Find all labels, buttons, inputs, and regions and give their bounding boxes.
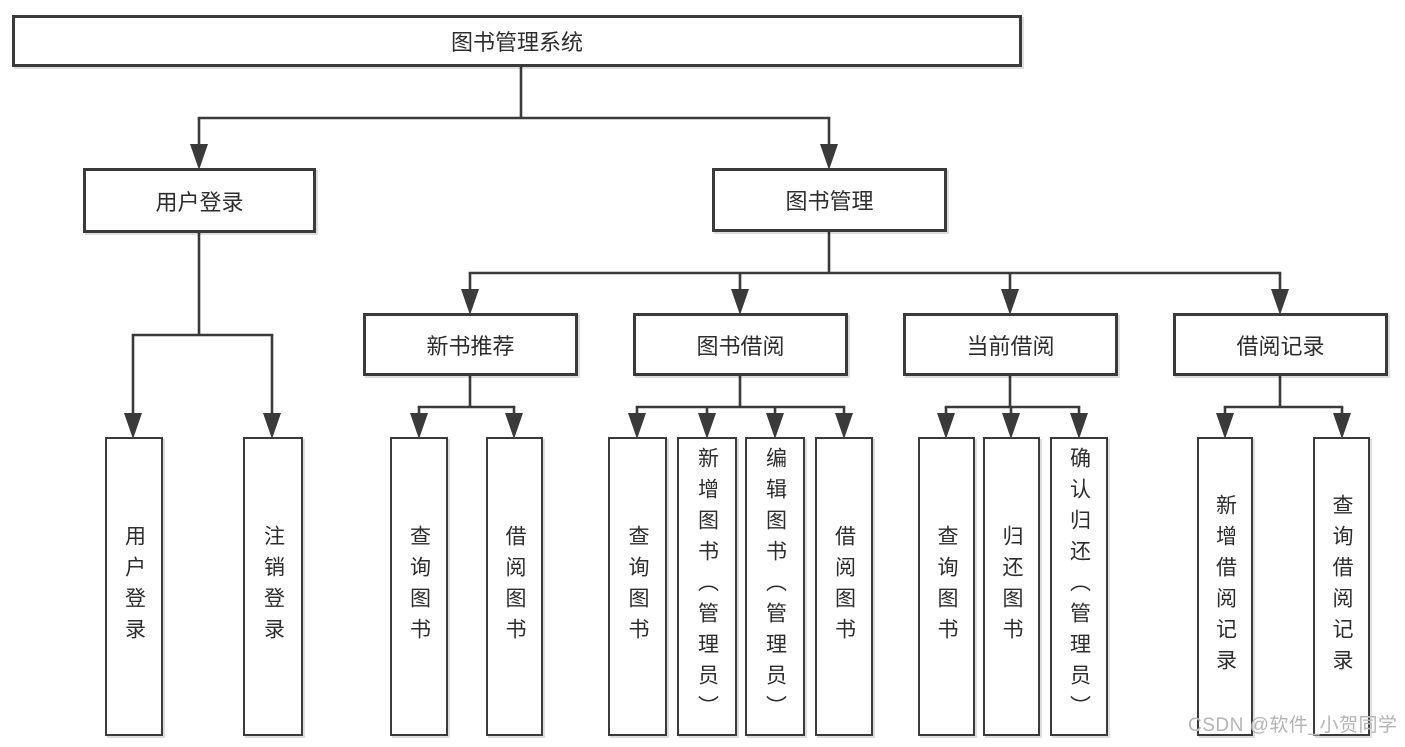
- node-leaf-add-book: 新增图书（管理员）: [677, 437, 737, 736]
- node-label-user-login: 用户登录: [155, 189, 244, 215]
- node-label-leaf-add-book: 新增图书（管理员）: [695, 447, 719, 726]
- node-leaf-query-book-2: 查询图书: [608, 437, 667, 736]
- node-root: 图书管理系统: [12, 15, 1022, 67]
- node-leaf-borrow-book-1: 借阅图书: [486, 437, 543, 736]
- node-leaf-logout: 注销登录: [243, 437, 303, 736]
- node-book-borrow: 图书借阅: [633, 313, 848, 376]
- node-label-book-borrow: 图书借阅: [696, 333, 785, 359]
- node-leaf-return-book: 归还图书: [983, 437, 1040, 736]
- node-label-leaf-return-book: 归还图书: [1000, 524, 1023, 649]
- node-label-leaf-query-record: 查询借阅记录: [1330, 493, 1353, 680]
- node-label-leaf-logout: 注销登录: [261, 524, 285, 649]
- node-label-leaf-add-record: 新增借阅记录: [1213, 493, 1237, 680]
- node-leaf-edit-book: 编辑图书（管理员）: [745, 437, 805, 736]
- node-label-current-borrow: 当前借阅: [966, 333, 1055, 359]
- watermark: CSDN @软件_小贺同学: [1188, 715, 1398, 736]
- node-borrow-record: 借阅记录: [1173, 313, 1388, 376]
- node-label-leaf-query-book-2: 查询图书: [626, 524, 649, 649]
- node-new-book: 新书推荐: [363, 313, 578, 376]
- node-leaf-add-record: 新增借阅记录: [1197, 437, 1253, 736]
- node-label-leaf-query-book-1: 查询图书: [407, 524, 431, 649]
- node-book-mgmt: 图书管理: [712, 168, 947, 232]
- node-current-borrow: 当前借阅: [903, 313, 1118, 376]
- node-leaf-query-book-3: 查询图书: [918, 437, 975, 736]
- node-label-leaf-edit-book: 编辑图书（管理员）: [763, 447, 787, 726]
- node-user-login: 用户登录: [83, 168, 316, 233]
- node-label-borrow-record: 借阅记录: [1236, 333, 1325, 359]
- node-leaf-confirm-return: 确认归还（管理员）: [1050, 437, 1108, 736]
- node-label-leaf-borrow-book-1: 借阅图书: [503, 524, 526, 649]
- node-leaf-query-record: 查询借阅记录: [1313, 437, 1370, 736]
- node-label-leaf-user-login: 用户登录: [122, 524, 146, 649]
- node-leaf-query-book-1: 查询图书: [390, 437, 448, 736]
- node-label-leaf-confirm-return: 确认归还（管理员）: [1067, 447, 1091, 726]
- node-label-leaf-query-book-3: 查询图书: [935, 524, 958, 649]
- node-leaf-borrow-book-2: 借阅图书: [815, 437, 873, 736]
- node-label-leaf-borrow-book-2: 借阅图书: [832, 524, 856, 649]
- node-label-root: 图书管理系统: [450, 30, 583, 55]
- node-label-new-book: 新书推荐: [426, 333, 515, 359]
- node-label-book-mgmt: 图书管理: [785, 189, 874, 214]
- node-leaf-user-login: 用户登录: [105, 437, 163, 736]
